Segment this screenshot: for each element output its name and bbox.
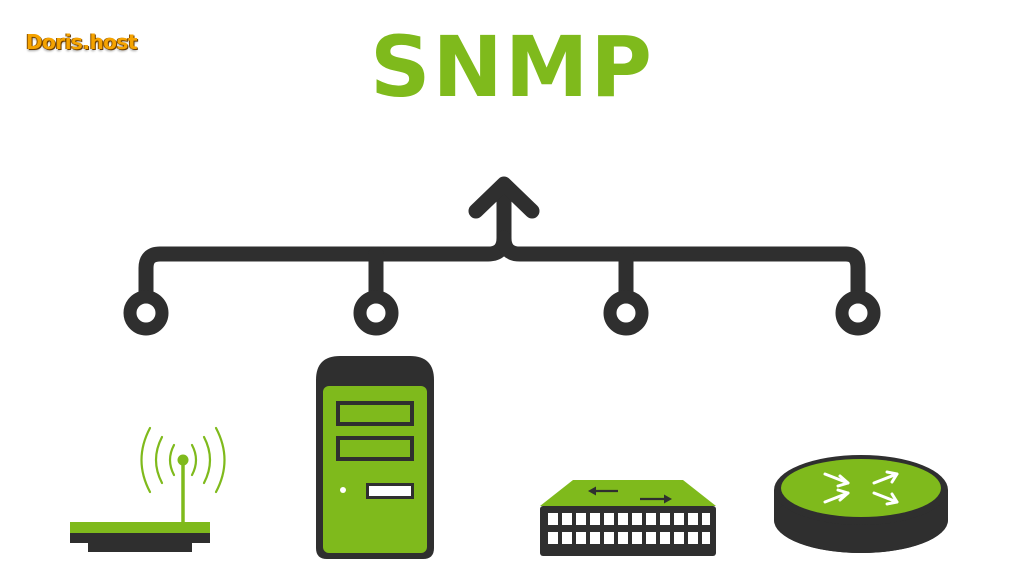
branch-right [496, 230, 866, 300]
switch-icon [540, 480, 716, 556]
node-circle-server [353, 290, 399, 336]
node-circles [123, 290, 881, 336]
node-circle-router [835, 290, 881, 336]
watermark-logo: Doris.host [26, 30, 138, 54]
page-title: SNMP [370, 18, 654, 116]
wifi-router-icon [70, 426, 226, 552]
node-circle-ap [123, 290, 169, 336]
server-tower-icon [316, 356, 434, 559]
arrow-up-icon [468, 176, 540, 219]
connection-tree [138, 191, 866, 300]
router-icon [774, 455, 948, 553]
node-circle-switch [603, 290, 649, 336]
trunk-line [138, 191, 512, 300]
router-arrows [823, 470, 899, 506]
switch-ports [548, 513, 710, 544]
